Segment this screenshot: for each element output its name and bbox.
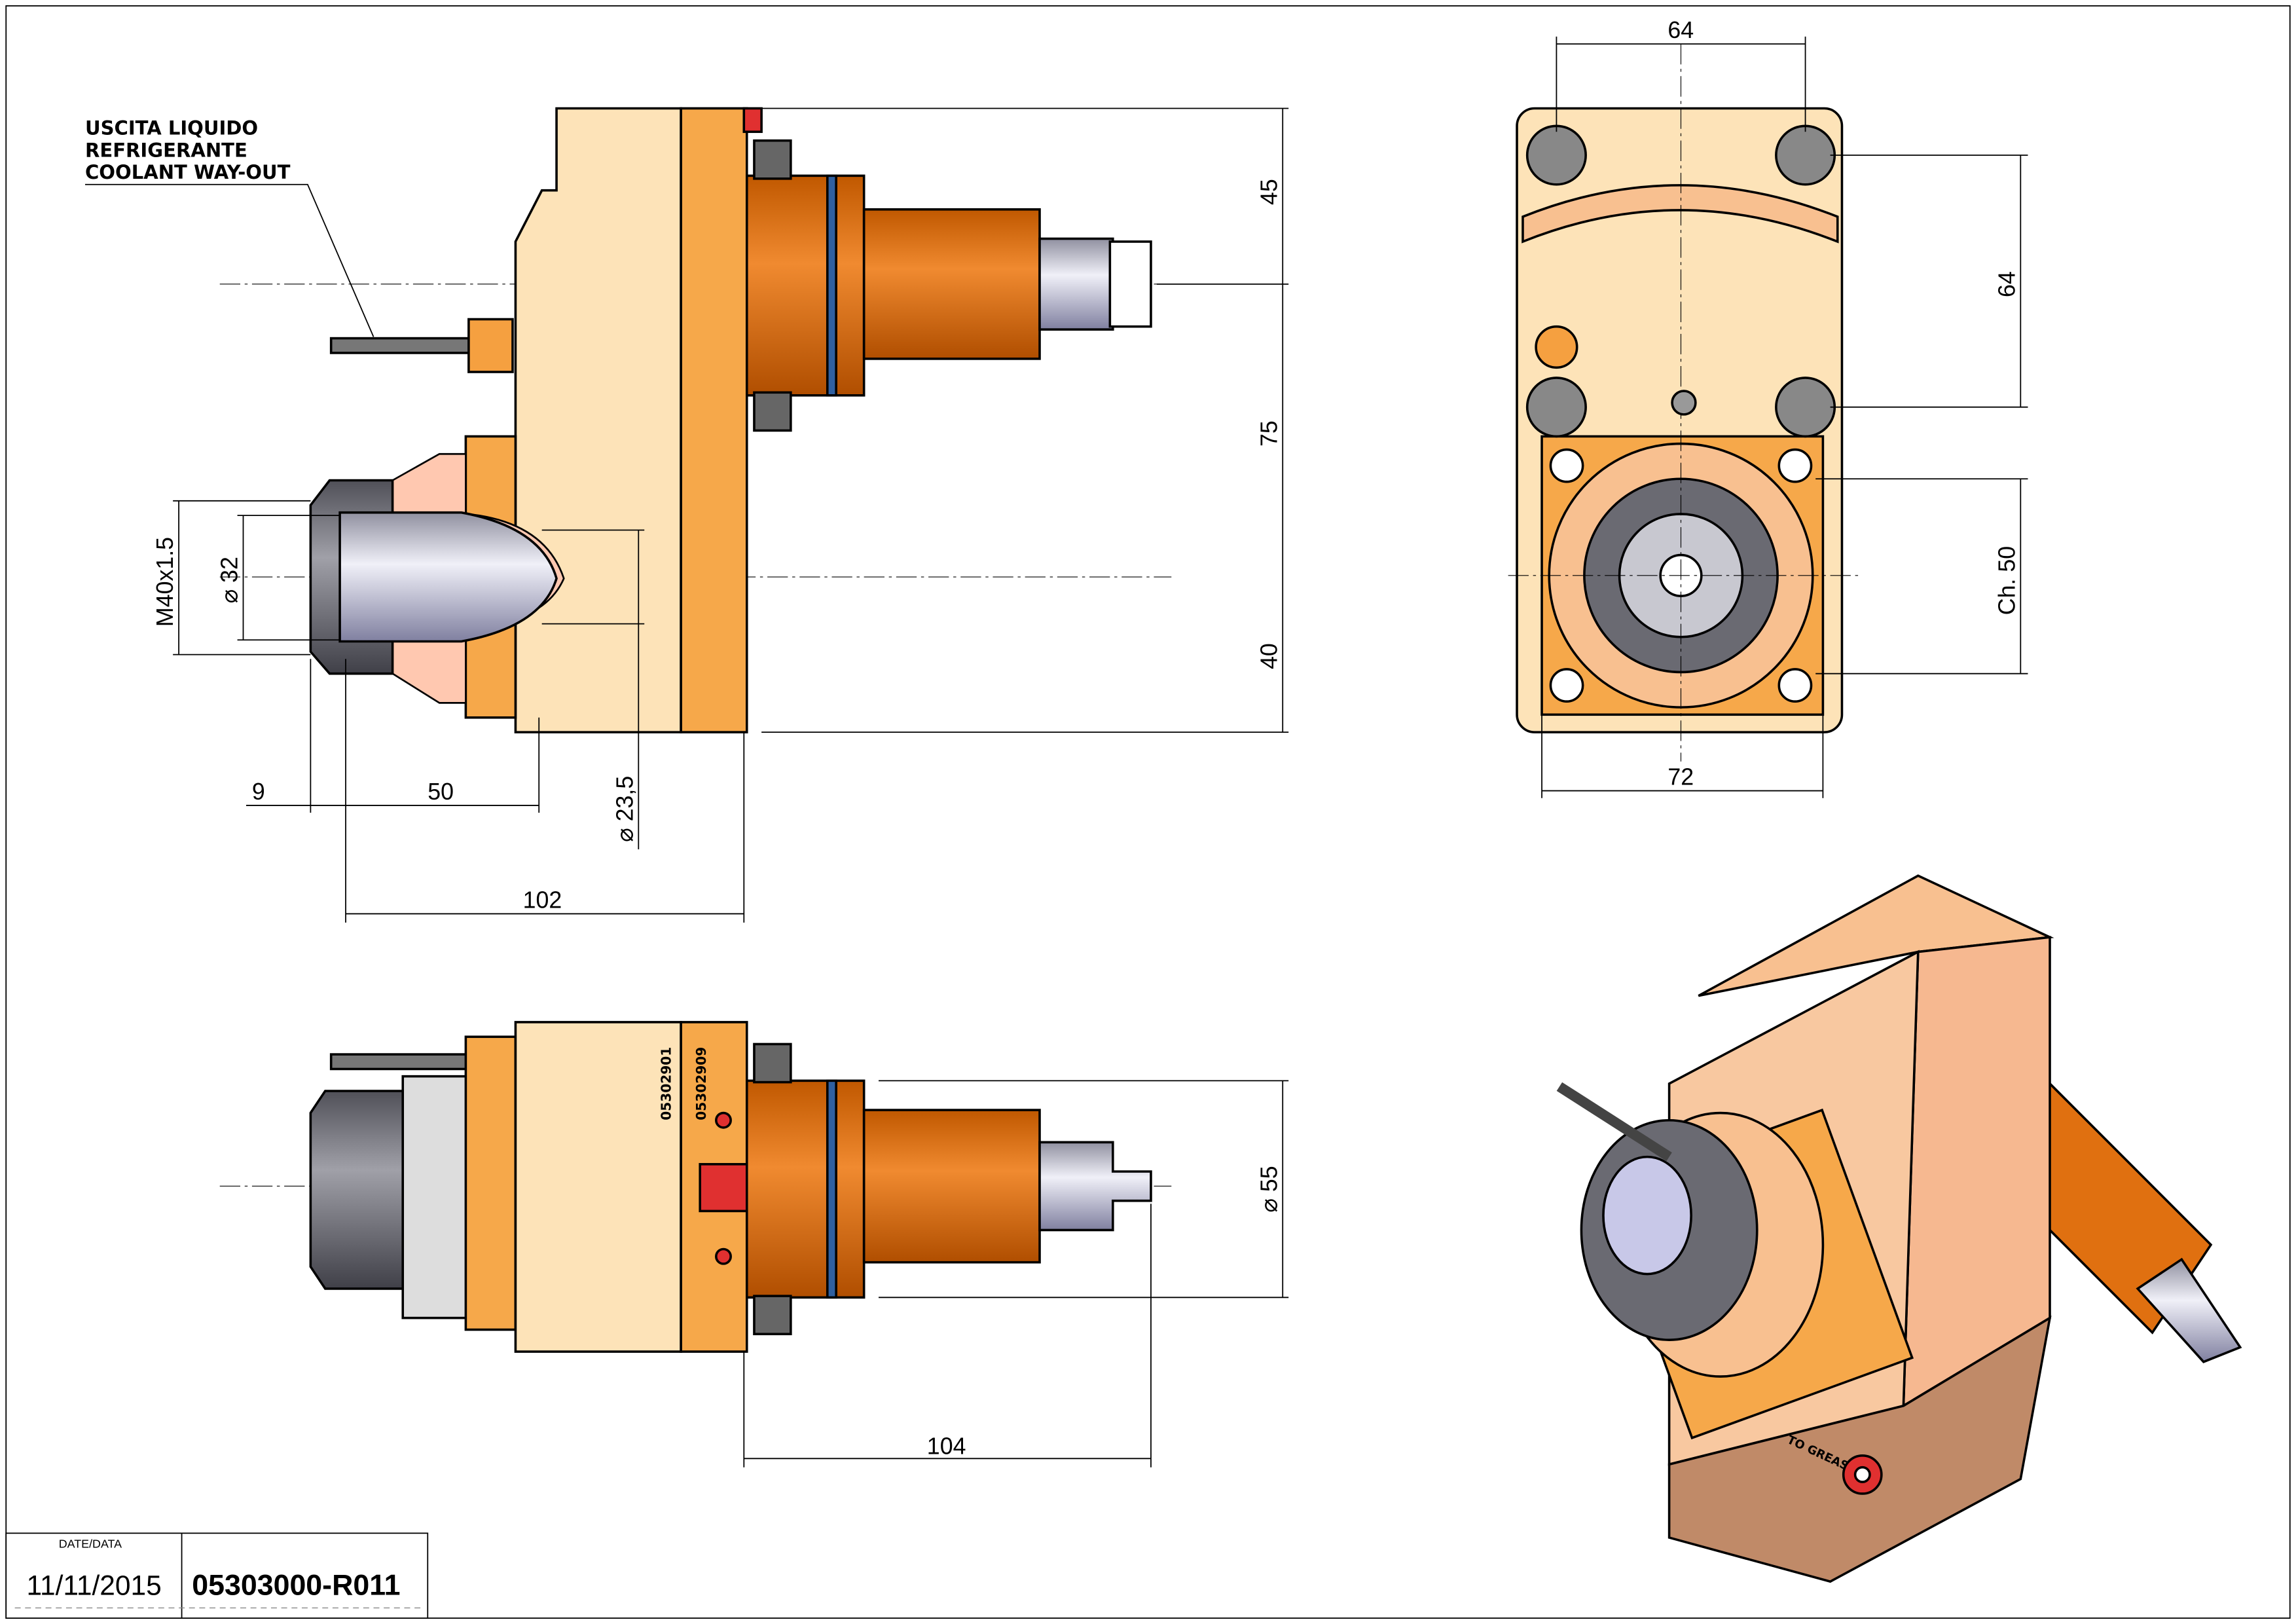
side-view <box>219 107 1172 733</box>
o-ring <box>826 174 837 397</box>
bolt-icon <box>1525 377 1587 438</box>
grease-nipple-icon <box>715 1247 732 1265</box>
bolt-icon <box>1775 124 1836 186</box>
front-view-dimensions: 64 64 Ch. 50 72 <box>1541 17 2028 798</box>
front-arc <box>1522 184 1839 244</box>
dim-9: 9 <box>252 779 265 805</box>
dim-45: 45 <box>1256 179 1282 205</box>
bolt-bottom <box>753 391 792 432</box>
shaft-tang <box>1038 237 1114 331</box>
date-label: DATE/DATA <box>59 1538 122 1551</box>
dim-top-64: 64 <box>1667 17 1694 43</box>
date-value: 11/11/2015 <box>27 1570 162 1601</box>
note-line-1: USCITA LIQUIDO <box>85 117 258 139</box>
grease-nipple-icon <box>715 1111 732 1129</box>
isometric-view: TO GREASE <box>1556 874 2242 1583</box>
part-number-2: 05302909 <box>693 1047 709 1120</box>
top-bearing-housing <box>745 1079 866 1299</box>
bolt-icon <box>1775 377 1836 438</box>
dim-102: 102 <box>523 887 562 913</box>
screw-icon <box>1549 668 1584 703</box>
tang-tip <box>1108 240 1152 328</box>
top-view: 05302901 05302909 <box>219 1021 1172 1353</box>
screw-icon <box>1549 448 1584 483</box>
top-collet-nut <box>309 1090 405 1290</box>
dim-dia32: ⌀ 32 <box>217 557 243 603</box>
drawing-number: 05303000-R011 <box>192 1569 400 1601</box>
coolant-note: USCITA LIQUIDO REFRIGERANTE COOLANT WAY-… <box>84 117 374 337</box>
front-view <box>1508 44 1860 762</box>
note-line-2: REFRIGERANTE <box>85 139 247 161</box>
drive-shaft <box>862 208 1041 360</box>
dim-40: 40 <box>1256 643 1282 669</box>
dim-thread: M40x1.5 <box>152 537 178 627</box>
side-view-dimensions: 45 75 40 M40x1.5 ⌀ 32 ⌀ 23,5 9 50 102 <box>152 107 1289 923</box>
top-shaft-tang <box>1038 1141 1152 1232</box>
dim-75: 75 <box>1256 420 1282 447</box>
top-drive-shaft <box>862 1109 1041 1264</box>
coolant-nozzle-icon <box>1535 325 1578 369</box>
dim-dia55: ⌀ 55 <box>1256 1166 1282 1212</box>
note-line-3: COOLANT WAY-OUT <box>85 161 291 183</box>
body-housing <box>514 107 682 733</box>
dim-right-64: 64 <box>1994 271 2020 297</box>
coolant-fitting <box>467 318 514 373</box>
dim-50: 50 <box>428 779 454 805</box>
top-flange-left <box>464 1035 517 1331</box>
collet <box>338 511 558 643</box>
flange-plate <box>680 107 748 733</box>
top-holder <box>401 1075 470 1320</box>
red-plug <box>742 107 763 134</box>
top-body <box>514 1021 682 1353</box>
dim-bottom-72: 72 <box>1667 764 1694 790</box>
title-block: DATE/DATA 11/11/2015 05303000-R011 <box>5 1532 429 1619</box>
top-view-dimensions: ⌀ 55 104 <box>743 1080 1289 1467</box>
iso-tang <box>2136 1257 2242 1363</box>
screw-icon <box>1777 448 1813 483</box>
dim-dia23: ⌀ 23,5 <box>611 776 638 842</box>
coolant-pipe <box>329 337 479 354</box>
iso-coolant-pipe <box>1556 1082 1672 1162</box>
sheet-border <box>5 5 2291 1619</box>
dim-104: 104 <box>927 1433 966 1460</box>
bearing-housing <box>745 174 866 397</box>
dim-ch50: Ch. 50 <box>1994 546 2020 615</box>
iso-bottom-block <box>1667 1316 2052 1583</box>
part-number-1: 05302901 <box>658 1047 674 1120</box>
bolt-icon <box>1525 124 1587 186</box>
screw-icon <box>1671 390 1697 416</box>
screw-icon <box>1777 668 1813 703</box>
bolt-top <box>753 139 792 180</box>
